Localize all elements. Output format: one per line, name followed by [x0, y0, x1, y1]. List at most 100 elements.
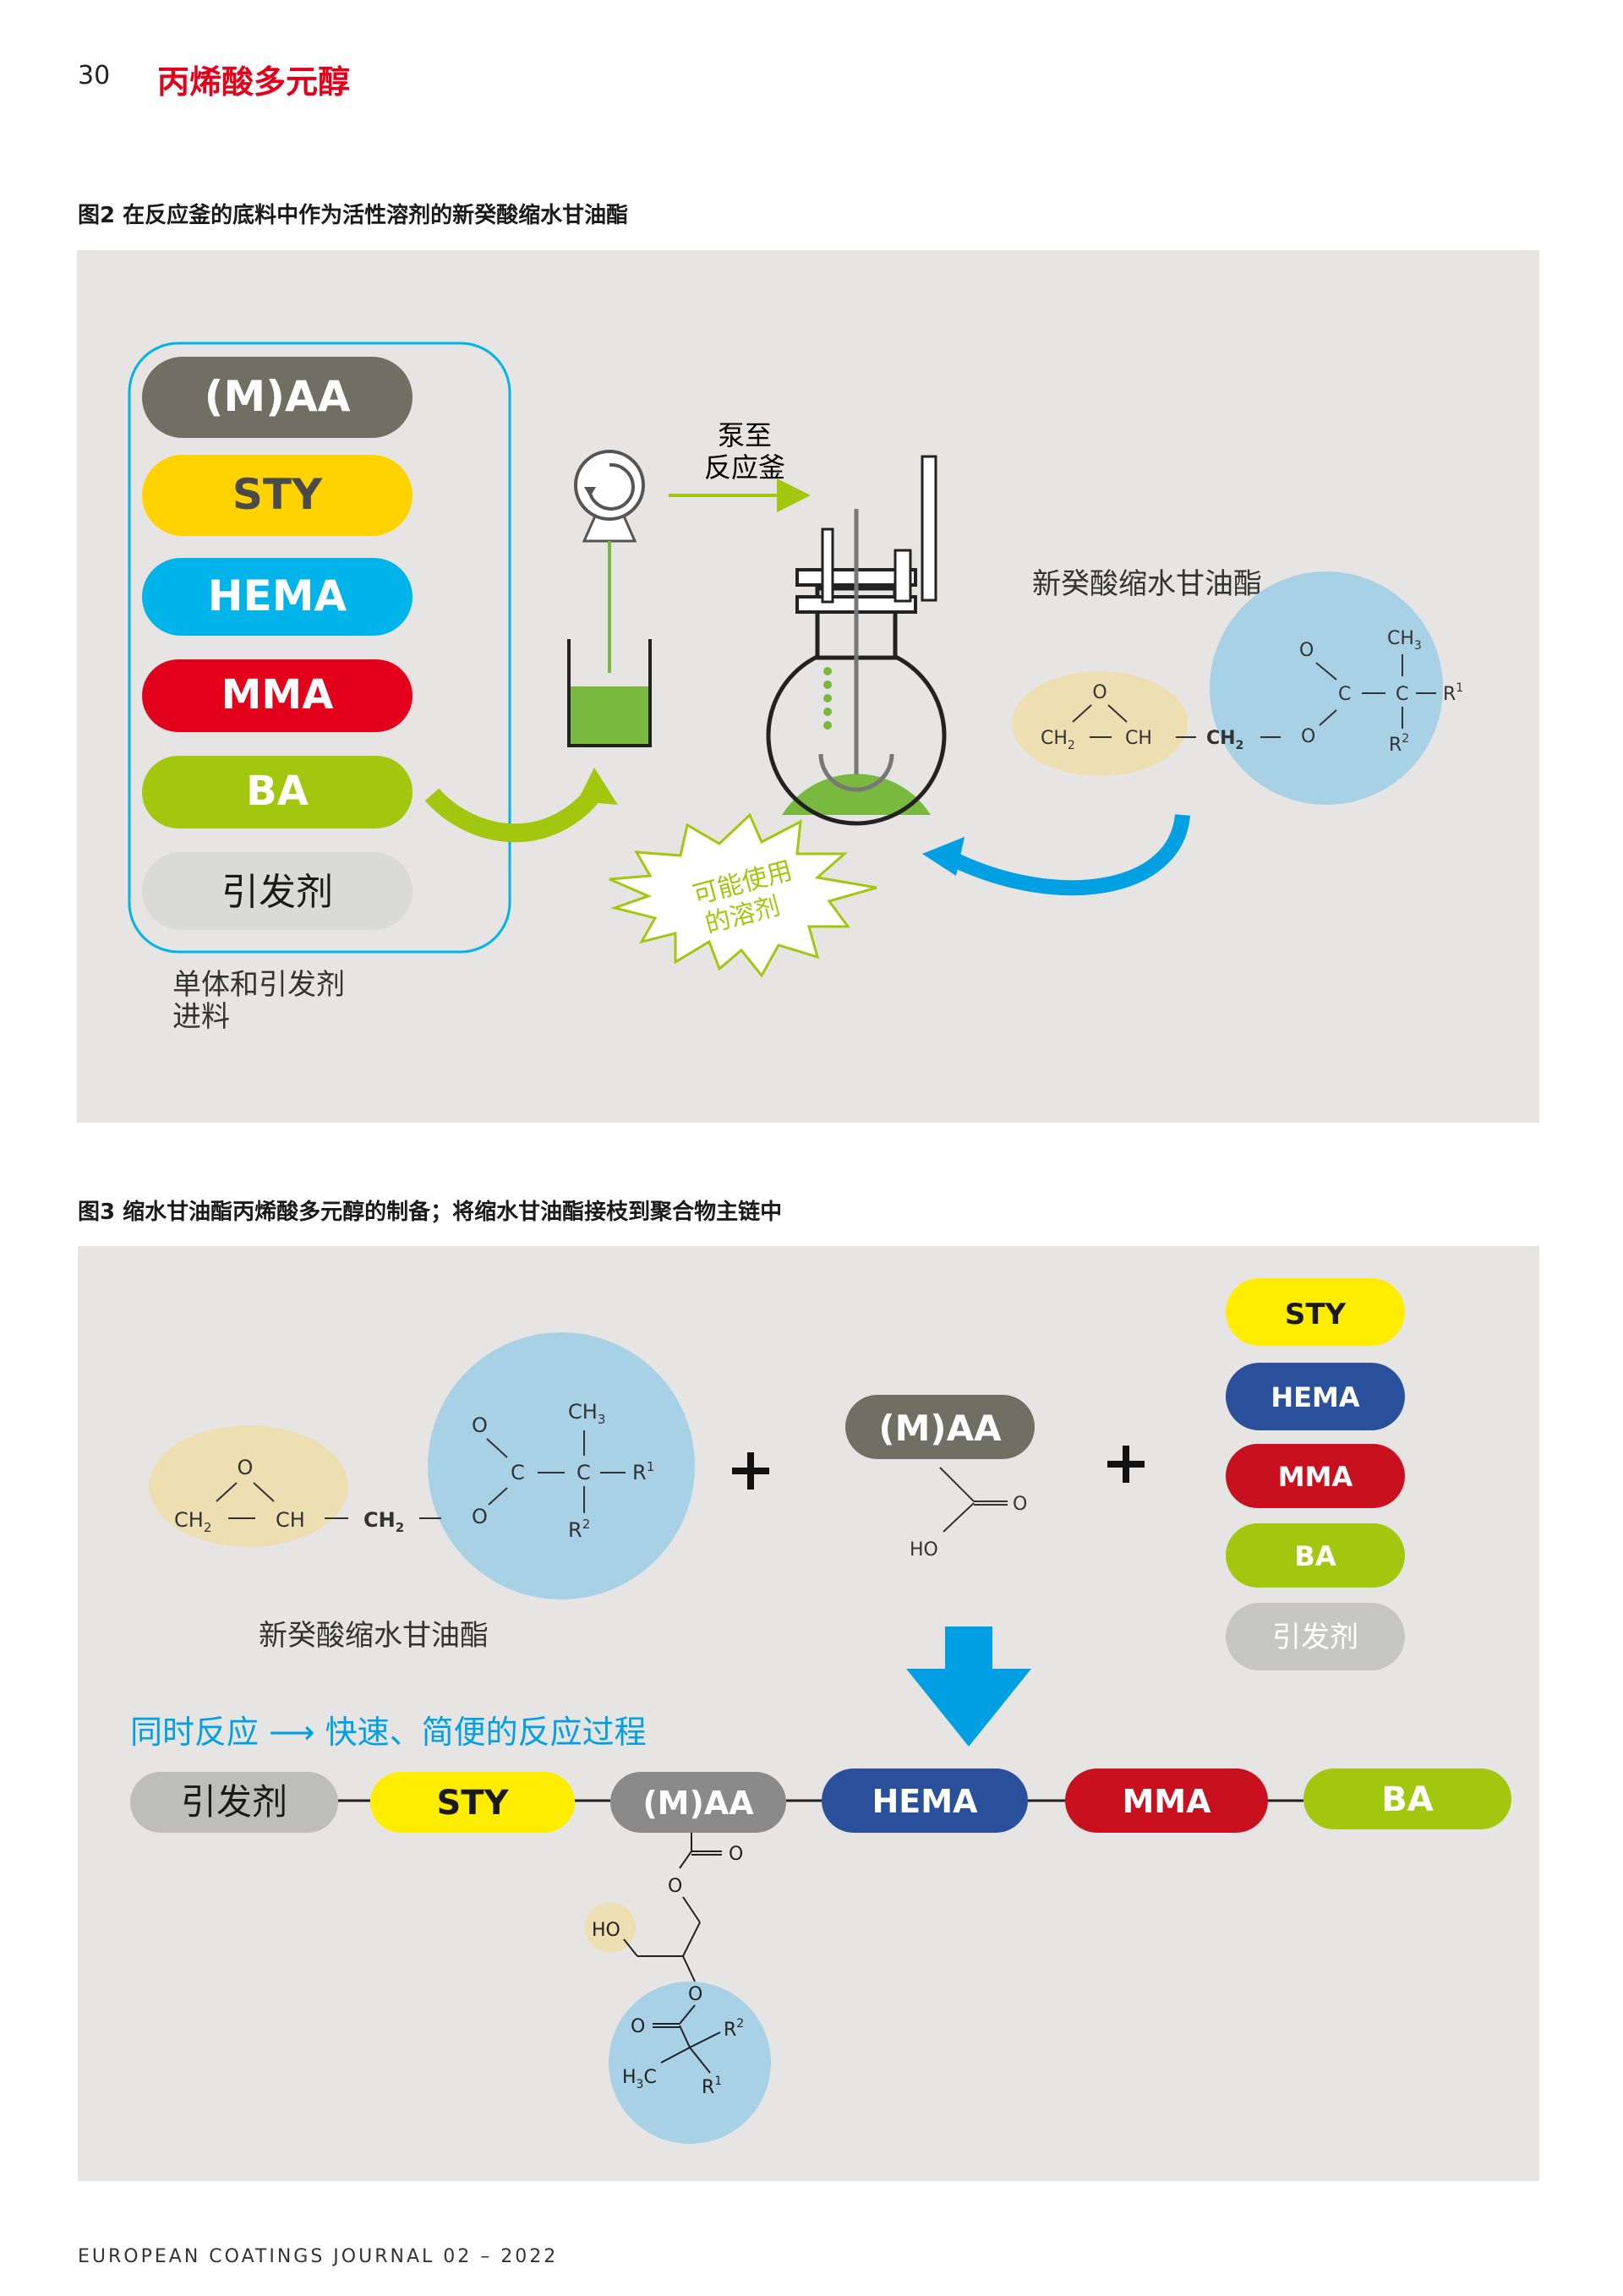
- chain-label: 引发剂: [181, 1781, 287, 1823]
- chain-label: STY: [436, 1784, 509, 1823]
- svg-text:O: O: [472, 1505, 488, 1528]
- chain-ba: BA: [1303, 1768, 1511, 1829]
- svg-text:R1: R1: [632, 1459, 654, 1484]
- svg-text:C: C: [1396, 684, 1408, 705]
- chain-label: MMA: [1122, 1783, 1211, 1820]
- svg-text:R1: R1: [702, 2075, 722, 2098]
- figure-2-panel: (M)AA STY HEMA MMA BA 引发剂 单体和引发剂 进料: [77, 250, 1539, 1123]
- return-arrow-head: [922, 837, 965, 876]
- ester-blob-grafted: [609, 1982, 771, 2144]
- svg-text:HO: HO: [910, 1539, 938, 1561]
- svg-text:CH3: CH3: [568, 1400, 605, 1427]
- chain-label: HEMA: [872, 1783, 979, 1820]
- hydroxyl-blob: [585, 1902, 636, 1953]
- page-title: 丙烯酸多元醇: [157, 63, 351, 101]
- chain-label: (M)AA: [642, 1785, 754, 1822]
- pill-label: STY: [1285, 1298, 1347, 1331]
- svg-text:O: O: [1301, 726, 1315, 747]
- svg-text:R1: R1: [1443, 681, 1463, 705]
- svg-text:R2: R2: [1389, 732, 1409, 756]
- starburst-icon: 可能使用 的溶剂: [609, 812, 877, 978]
- glycidyl-ester-structure: O CH2 CH CH2 O O C C CH3 R1 R2: [1041, 628, 1463, 756]
- svg-text:CH: CH: [276, 1508, 305, 1532]
- svg-text:O: O: [1092, 682, 1107, 703]
- svg-text:O: O: [1299, 640, 1314, 661]
- figure-3-diagram: O CH2 CH CH2 O O C C CH3 R1 R2 新癸酸缩水甘油酯: [130, 1278, 1511, 2144]
- pill-mma: MMA: [1226, 1444, 1405, 1508]
- plus-icon-2: [1107, 1446, 1145, 1483]
- pill-ba: BA: [1226, 1523, 1405, 1588]
- pill-label: HEMA: [208, 571, 347, 620]
- figure-2-diagram: (M)AA STY HEMA MMA BA 引发剂 单体和引发剂 进料: [128, 342, 1463, 1034]
- pill-label: MMA: [221, 671, 334, 719]
- ester-blob: [428, 1332, 695, 1599]
- svg-text:O: O: [472, 1413, 488, 1437]
- maa-label: (M)AA: [878, 1408, 1002, 1449]
- pill-sty: STY: [142, 455, 413, 536]
- pill-initiator: 引发剂: [142, 852, 413, 930]
- reactor-icon: [766, 455, 947, 826]
- pill-hema: HEMA: [1226, 1363, 1405, 1430]
- page-number: 30: [78, 61, 111, 90]
- plus-icon: [732, 1452, 769, 1490]
- grafted-structure: O O HO O O R2 R1 H3C: [592, 1833, 744, 2098]
- svg-text:O: O: [238, 1456, 254, 1479]
- pill-label: BA: [246, 768, 309, 815]
- ester-blob: [1210, 571, 1443, 805]
- svg-text:CH3: CH3: [1387, 628, 1422, 653]
- figure-2-caption: 图2 在反应釜的底料中作为活性溶剂的新癸酸缩水甘油酯: [78, 203, 629, 228]
- pill-hema: HEMA: [142, 558, 413, 636]
- pump-label: 泵至: [718, 419, 772, 451]
- molecule-name: 新癸酸缩水甘油酯: [1032, 567, 1262, 601]
- svg-text:CH2: CH2: [363, 1508, 404, 1535]
- chain-maa: (M)AA: [610, 1772, 786, 1833]
- pill-label: BA: [1294, 1540, 1336, 1572]
- pill-label: STY: [232, 470, 323, 519]
- feed-outline: [128, 342, 511, 954]
- chain-initiator: 引发剂: [130, 1772, 338, 1833]
- chain-sty: STY: [370, 1772, 575, 1833]
- svg-text:O: O: [688, 1984, 702, 2005]
- svg-text:O: O: [668, 1876, 682, 1897]
- svg-text:CH2: CH2: [1206, 728, 1243, 752]
- pump-label-line2: 反应釜: [704, 451, 785, 484]
- pill-label: (M)AA: [205, 372, 351, 421]
- svg-text:O: O: [631, 2016, 645, 2037]
- beaker-icon: [567, 639, 652, 747]
- svg-text:C: C: [1338, 684, 1351, 705]
- svg-text:H3C: H3C: [622, 2067, 657, 2091]
- feed-label-line2: 进料: [172, 1000, 230, 1034]
- svg-text:O: O: [729, 1844, 743, 1865]
- return-arrow: [949, 813, 1190, 896]
- feed-arrow-head: [577, 768, 618, 805]
- svg-text:C: C: [577, 1461, 591, 1484]
- footer-journal: EUROPEAN COATINGS JOURNAL 02 – 2022: [78, 2246, 559, 2267]
- pill-sty: STY: [1226, 1278, 1405, 1346]
- molecule-name: 新癸酸缩水甘油酯: [259, 1619, 489, 1653]
- svg-text:R2: R2: [724, 2017, 744, 2041]
- pill-maa: (M)AA: [142, 357, 413, 438]
- feed-label: 单体和引发剂: [172, 968, 345, 1002]
- svg-text:CH2: CH2: [1041, 728, 1075, 752]
- feed-arrow: [424, 785, 604, 843]
- maa-monomer: (M)AA O HO: [845, 1395, 1035, 1561]
- pill-label: 引发剂: [1272, 1621, 1358, 1654]
- chain-label: BA: [1381, 1780, 1433, 1819]
- glycidyl-ester-structure: O CH2 CH CH2 O O C C CH3 R1 R2: [174, 1400, 654, 1542]
- epoxy-blob: [149, 1425, 348, 1547]
- svg-text:CH2: CH2: [174, 1508, 211, 1535]
- pill-label: HEMA: [1271, 1381, 1359, 1413]
- pill-initiator: 引发剂: [1226, 1603, 1405, 1670]
- figure-3-panel: O CH2 CH CH2 O O C C CH3 R1 R2 新癸酸缩水甘油酯: [78, 1246, 1539, 2181]
- epoxy-blob: [1012, 671, 1188, 776]
- svg-text:CH: CH: [1125, 728, 1152, 749]
- process-note: 同时反应 ⟶ 快速、简便的反应过程: [130, 1714, 647, 1751]
- chain-mma: MMA: [1065, 1768, 1268, 1833]
- down-arrow-icon: [906, 1626, 1031, 1747]
- svg-text:C: C: [511, 1461, 525, 1484]
- svg-text:HO: HO: [592, 1920, 620, 1941]
- svg-text:O: O: [1013, 1494, 1027, 1515]
- pill-label: 引发剂: [221, 871, 333, 914]
- pump-icon: [574, 450, 645, 673]
- figure-3-caption: 图3 缩水甘油酯丙烯酸多元醇的制备；将缩水甘油酯接枝到聚合物主链中: [78, 1200, 783, 1225]
